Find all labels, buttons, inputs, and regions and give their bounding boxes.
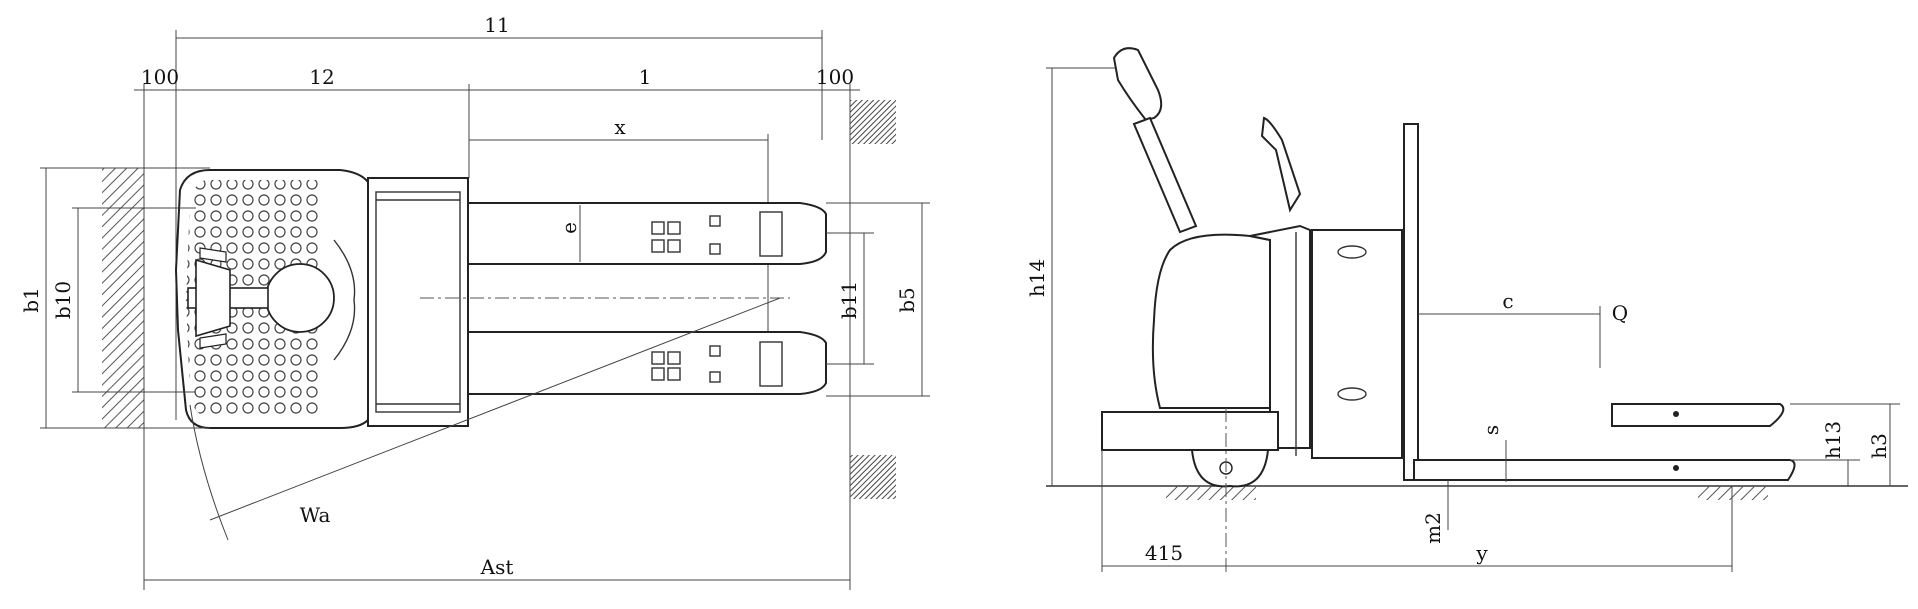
dimension-l1: 11 [175, 13, 823, 420]
forks-side [1413, 403, 1796, 481]
drive-wheel-side [1190, 408, 1270, 572]
dim-label-ast: Ast [480, 555, 514, 579]
dim-label-100-right: 100 [816, 65, 854, 89]
wall-hatch-left [102, 168, 144, 428]
truck-body-side [1151, 224, 1403, 459]
dimension-heights: h13 h3 [1790, 403, 1900, 486]
base-deck-side [1101, 411, 1279, 451]
dimension-m2: m2 [1421, 480, 1449, 544]
ground-hatch-right [1698, 486, 1768, 500]
dimension-x: x [469, 115, 769, 390]
dim-label-1: 1 [639, 65, 652, 89]
dimension-row-lengths: 100 12 1 100 [134, 65, 860, 590]
dim-label-c: c [1502, 289, 1513, 313]
dim-label-wa: Wa [300, 503, 331, 527]
dim-label-e: e [557, 222, 581, 234]
dim-label-12: 12 [309, 65, 334, 89]
dim-label-y: y [1475, 541, 1488, 565]
truck-chassis-top [174, 169, 369, 429]
dimension-bottom-side: 415 y [1101, 450, 1733, 572]
dim-label-h13: h13 [1821, 421, 1845, 459]
wall-hatch-right-bottom [850, 455, 896, 499]
dim-label-b10: b10 [51, 281, 75, 319]
dim-label-11: 11 [484, 13, 509, 37]
dim-label-x: x [614, 115, 626, 139]
dimension-c: c Q [1418, 289, 1628, 368]
dim-label-s: s [1479, 425, 1503, 435]
top-view: 11 100 12 1 100 x [19, 13, 930, 590]
dim-label-q: Q [1612, 301, 1628, 325]
dim-label-b5: b5 [895, 287, 919, 313]
ground-hatch-left [1166, 486, 1256, 500]
battery-block-top [367, 177, 469, 427]
dimension-s: s [1479, 425, 1507, 482]
mast-side [1403, 123, 1419, 481]
dim-label-m2: m2 [1421, 512, 1445, 544]
dim-label-b1: b1 [19, 287, 43, 313]
dimension-ast: Ast [144, 555, 850, 581]
forks-top: e [467, 202, 827, 395]
dim-label-h14: h14 [1025, 259, 1049, 297]
dim-label-b11: b11 [837, 281, 861, 319]
tiller-arm-side [1112, 47, 1302, 234]
side-view: h14 [1025, 47, 1908, 572]
dim-label-100-left: 100 [141, 65, 179, 89]
dim-label-h3: h3 [1867, 433, 1891, 459]
dimension-widths: b1 b10 b11 b5 [19, 167, 930, 429]
wall-hatch-right-top [850, 100, 896, 144]
dim-label-415: 415 [1145, 541, 1183, 565]
turning-radius-wa: Wa [189, 297, 781, 541]
